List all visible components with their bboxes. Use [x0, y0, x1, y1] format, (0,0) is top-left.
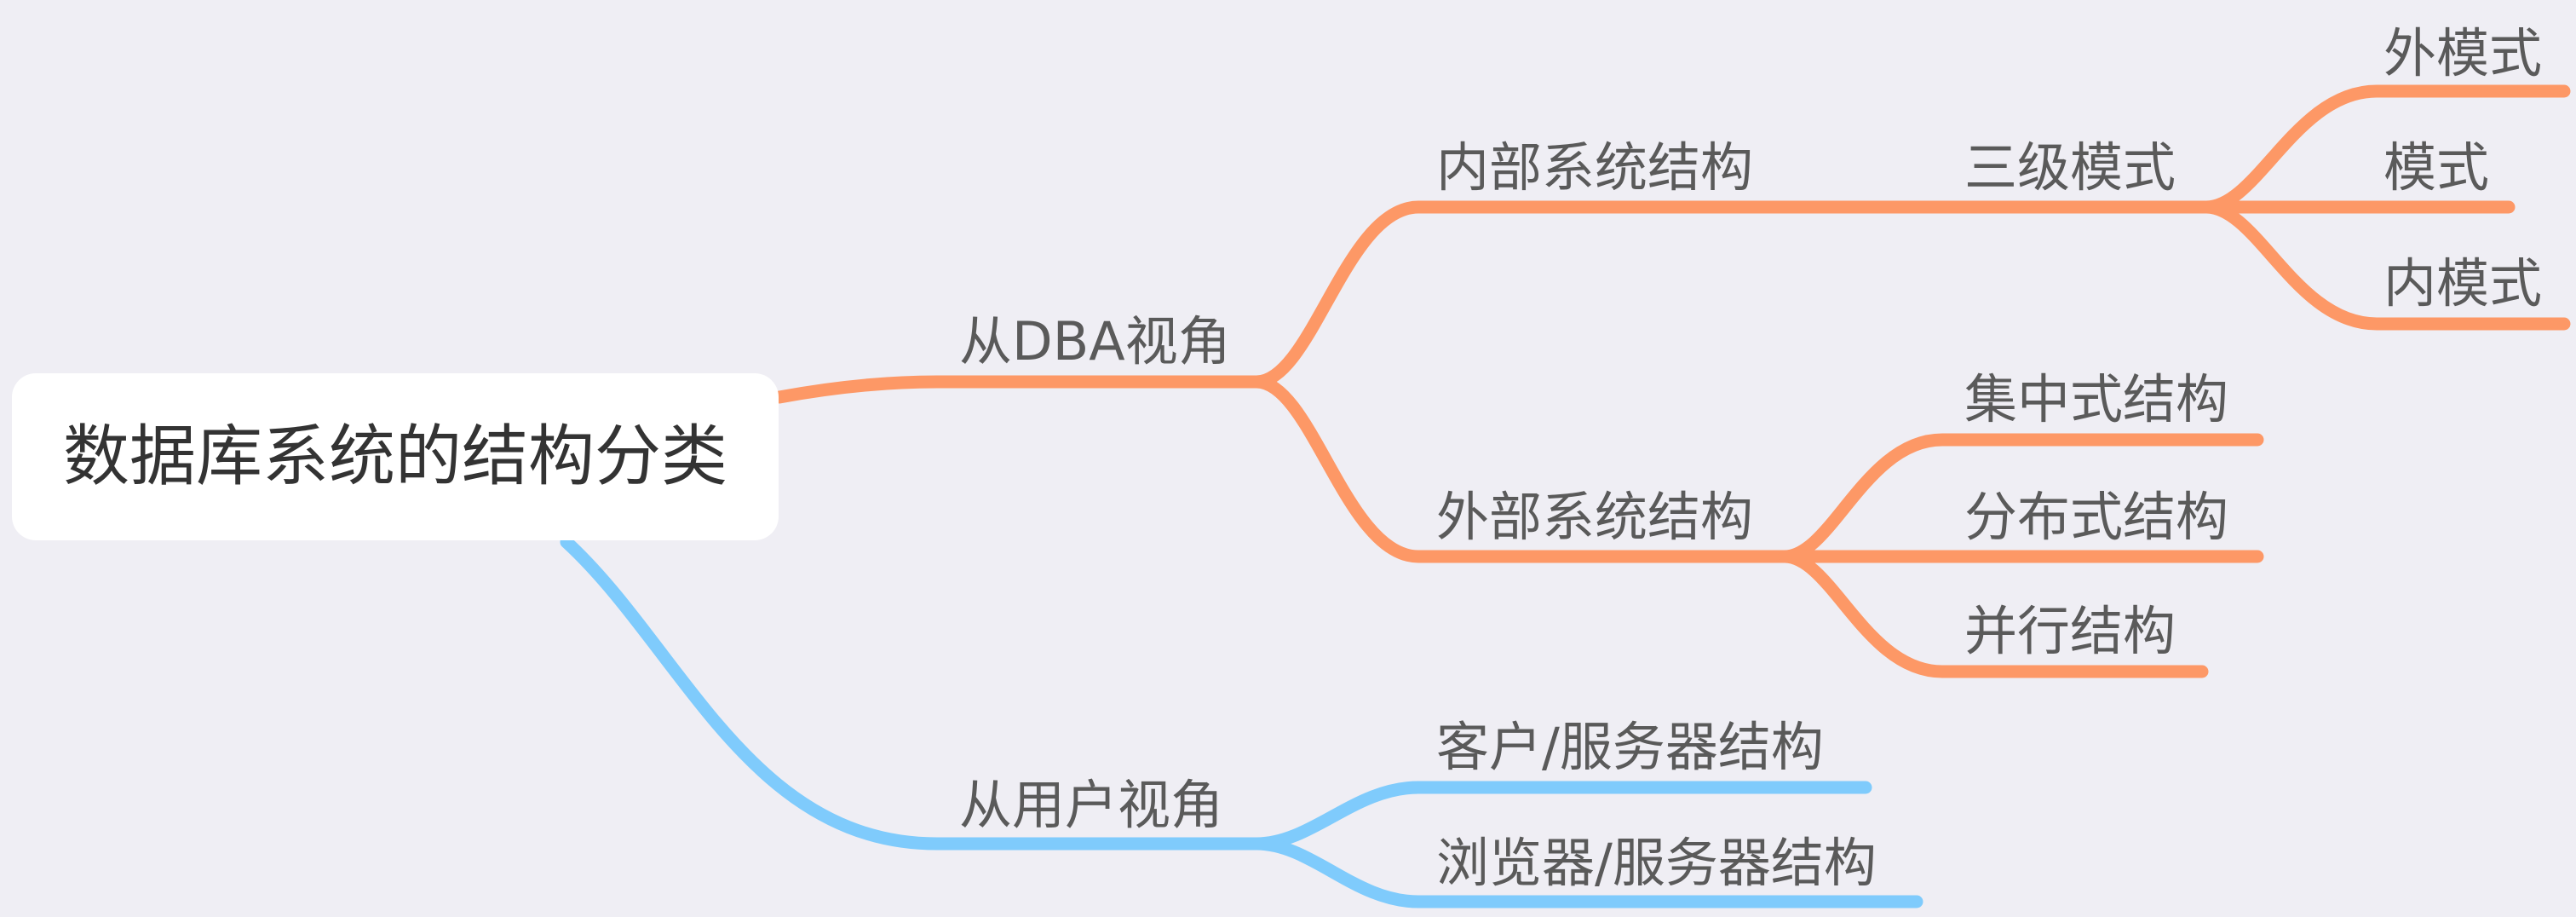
node-internal-system-structure[interactable]: 内部系统结构: [1436, 136, 1754, 199]
node-three-level-schema[interactable]: 三级模式: [1964, 136, 2176, 199]
connector-dba-to-external: [1250, 375, 1791, 563]
node-browser-server-structure[interactable]: 浏览器/服务器结构: [1436, 832, 1877, 894]
node-user-perspective[interactable]: 从用户视角: [959, 774, 1224, 836]
root-node-title: 数据库系统的结构分类: [62, 418, 727, 495]
node-parallel-structure[interactable]: 并行结构: [1964, 600, 2176, 662]
connector-three-level-to-internal-schema: [2199, 200, 2571, 331]
node-external-schema[interactable]: 外模式: [2383, 22, 2543, 84]
node-distributed-structure[interactable]: 分布式结构: [1964, 486, 2229, 548]
node-dba-perspective[interactable]: 从DBA视角: [959, 310, 1231, 372]
node-internal-schema[interactable]: 内模式: [2383, 252, 2543, 314]
node-client-server-structure[interactable]: 客户/服务器结构: [1436, 716, 1824, 778]
connector-external-to-parallel: [1778, 550, 2209, 678]
connector-root-to-dba: [773, 375, 1263, 404]
node-external-system-structure[interactable]: 外部系统结构: [1436, 486, 1754, 548]
root-node[interactable]: [12, 373, 779, 540]
node-schema[interactable]: 模式: [2383, 136, 2490, 199]
connector-user-to-browser-server: [1250, 837, 1923, 908]
connector-root-to-user: [560, 535, 1263, 851]
node-centralized-structure[interactable]: 集中式结构: [1964, 368, 2229, 430]
connector-dba-to-internal: [1250, 200, 2213, 389]
